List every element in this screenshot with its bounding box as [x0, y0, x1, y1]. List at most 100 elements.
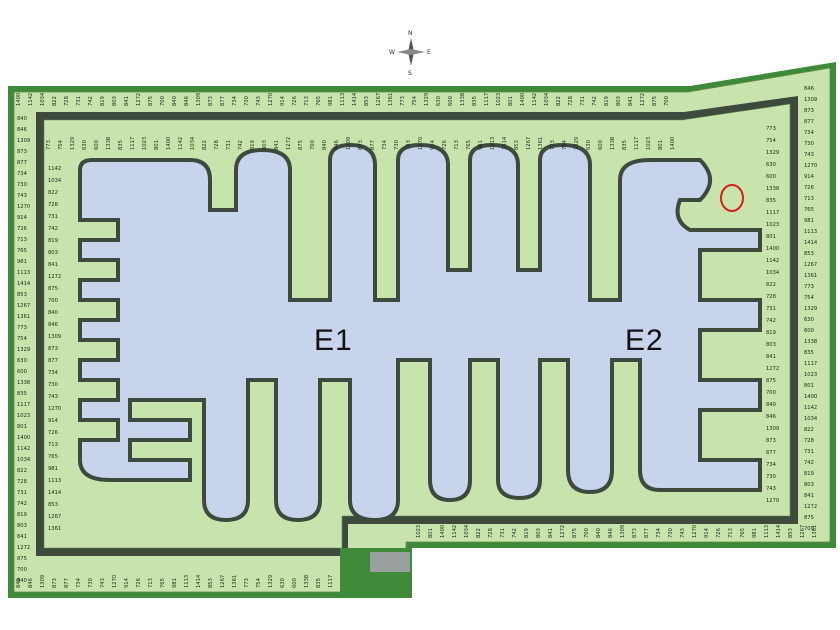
lot-number[interactable]: 846	[48, 322, 58, 328]
lot-number[interactable]: 841	[548, 528, 554, 538]
lot-number[interactable]: 877	[644, 528, 650, 538]
lot-number[interactable]: 1113	[184, 575, 190, 588]
lot-number[interactable]: 840	[16, 578, 22, 588]
lot-number[interactable]: 803	[804, 482, 814, 488]
lot-number[interactable]: 1267	[800, 525, 806, 538]
lot-number[interactable]: 1400	[670, 137, 676, 150]
lot-number[interactable]: 914	[704, 527, 710, 538]
lot-number[interactable]: 713	[48, 442, 58, 448]
lot-number[interactable]: 819	[100, 96, 106, 106]
lot-number[interactable]: 600	[766, 174, 776, 180]
lot-number[interactable]: 1267	[17, 303, 30, 309]
lot-number[interactable]: 803	[48, 250, 58, 256]
lot-number[interactable]: 1272	[804, 504, 817, 510]
lot-number[interactable]: 846	[608, 528, 614, 538]
lot-number[interactable]: 1272	[560, 525, 566, 538]
lot-number[interactable]: 728	[804, 438, 814, 444]
lot-number[interactable]: 822	[766, 282, 776, 288]
lot-number[interactable]: 875	[148, 96, 154, 106]
lot-number[interactable]: 846	[334, 140, 340, 150]
lot-number[interactable]: 841	[804, 493, 814, 499]
lot-number[interactable]: 743	[256, 96, 262, 106]
lot-number[interactable]: 1113	[48, 478, 61, 484]
lot-number[interactable]: 1414	[502, 136, 508, 150]
lot-number[interactable]: 731	[804, 449, 814, 455]
lot-number[interactable]: 743	[680, 528, 686, 538]
lot-number[interactable]: 773	[400, 96, 406, 106]
lot-number[interactable]: 822	[48, 190, 58, 196]
lot-number[interactable]: 840	[766, 402, 776, 408]
lot-number[interactable]: 1272	[286, 137, 292, 150]
lot-number[interactable]: 754	[256, 577, 262, 588]
lot-number[interactable]: 726	[136, 578, 142, 588]
lot-number[interactable]: 730	[394, 140, 400, 150]
lot-number[interactable]: 731	[500, 528, 506, 538]
lot-number[interactable]: 801	[766, 234, 776, 240]
lot-number[interactable]: 835	[622, 140, 628, 150]
lot-number[interactable]: 1113	[804, 229, 817, 235]
lot-number[interactable]: 600	[94, 140, 100, 150]
lot-number[interactable]: 713	[728, 528, 734, 538]
lot-number[interactable]: 1272	[48, 274, 61, 280]
lot-number[interactable]: 981	[328, 96, 334, 106]
lot-number[interactable]: 803	[766, 342, 776, 348]
lot-number[interactable]: 841	[274, 140, 280, 150]
lot-number[interactable]: 728	[568, 96, 574, 106]
lot-number[interactable]: 803	[616, 96, 622, 106]
lot-number[interactable]: 1272	[766, 366, 779, 372]
lot-number[interactable]: 877	[370, 140, 376, 150]
lot-number[interactable]: 841	[124, 96, 130, 106]
lot-number[interactable]: 846	[766, 414, 776, 420]
lot-number[interactable]: 853	[208, 578, 214, 588]
lot-number[interactable]: 1023	[142, 137, 148, 150]
lot-number[interactable]: 773	[244, 578, 250, 588]
lot-number[interactable]: 1329	[70, 137, 76, 150]
lot-number[interactable]: 819	[524, 528, 530, 538]
lot-number[interactable]: 1267	[220, 575, 226, 588]
lot-number[interactable]: 765	[466, 140, 472, 150]
lot-number[interactable]: 700	[160, 96, 166, 106]
lot-number[interactable]: 822	[52, 96, 58, 106]
lot-number[interactable]: 743	[804, 152, 814, 158]
lot-number[interactable]: 840	[17, 116, 27, 122]
lot-number[interactable]: 1400	[520, 93, 526, 106]
lot-number[interactable]: 803	[17, 523, 27, 529]
lot-number[interactable]: 1400	[16, 93, 22, 106]
lot-number[interactable]: 630	[436, 96, 442, 106]
lot-number[interactable]: 1400	[166, 137, 172, 150]
lot-number[interactable]: 734	[804, 130, 815, 136]
lot-number[interactable]: 875	[572, 528, 578, 538]
lot-number[interactable]: 728	[214, 140, 220, 150]
lot-number[interactable]: 853	[804, 251, 814, 257]
lot-number[interactable]: 1142	[532, 93, 538, 106]
lot-number[interactable]: 754	[562, 139, 568, 150]
lot-number[interactable]: 630	[82, 140, 88, 150]
lot-number[interactable]: 853	[48, 502, 58, 508]
lot-number[interactable]: 728	[766, 294, 776, 300]
lot-number[interactable]: 1034	[40, 92, 46, 106]
lot-number[interactable]: 840	[596, 528, 602, 538]
lot-number[interactable]: 875	[652, 96, 658, 106]
lot-number[interactable]: 728	[17, 479, 27, 485]
lot-number[interactable]: 914	[804, 174, 815, 180]
lot-number[interactable]: 713	[148, 578, 154, 588]
lot-number[interactable]: 1361	[538, 137, 544, 150]
lot-number[interactable]: 713	[804, 196, 814, 202]
lot-number[interactable]: 1272	[136, 93, 142, 106]
lot-number[interactable]: 822	[476, 528, 482, 538]
lot-number[interactable]: 734	[232, 95, 238, 106]
lot-number[interactable]: 1023	[17, 413, 30, 419]
lot-number[interactable]: 1414	[352, 92, 358, 106]
lot-number[interactable]: 742	[512, 528, 518, 538]
lot-number[interactable]: 1361	[48, 526, 61, 532]
lot-number[interactable]: 754	[804, 295, 815, 301]
lot-number[interactable]: 914	[430, 139, 436, 150]
lot-number[interactable]: 1023	[804, 372, 817, 378]
lot-number[interactable]: 1034	[544, 92, 550, 106]
lot-number[interactable]: 1034	[804, 416, 818, 422]
lot-number[interactable]: 743	[100, 578, 106, 588]
lot-number[interactable]: 765	[160, 578, 166, 588]
lot-number[interactable]: 1329	[17, 347, 30, 353]
lot-number[interactable]: 1113	[490, 137, 496, 150]
lot-number[interactable]: 726	[292, 96, 298, 106]
